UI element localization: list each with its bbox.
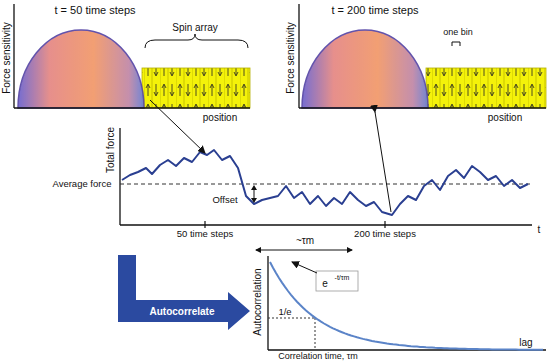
panel-right [299,4,546,108]
formula-exponent: -t/τm [335,274,350,282]
dimension-label: Offset [212,195,237,205]
autocorrelation-plot [268,256,546,350]
axis-label: t [538,224,541,235]
axis-label: Autocorrelation [252,268,263,335]
arrow-label: Autocorrelate [149,306,214,317]
autocorrelate-arrow [118,255,250,330]
axis-label: lag [519,337,532,348]
axis-label: position [488,112,522,123]
formula: e [322,278,328,289]
line-label: Average force [53,179,112,189]
dimension-label: ~τm [296,235,314,246]
force-trace-plot [120,100,532,253]
axis-label: Force sensitivity [1,22,12,94]
bracket-label: Spin array [172,22,218,33]
tick-label: 50 time steps [177,229,234,239]
tick-label: 200 time steps [354,229,416,239]
panel-title: t = 50 time steps [54,4,135,16]
panel-left [14,4,250,108]
axis-label: Total force [105,127,116,173]
level-label: 1/e [278,307,291,317]
panel-title: t = 200 time steps [331,4,418,16]
bracket-label: one bin [443,28,473,38]
axis-label: Correlation time, τm [278,352,358,362]
axis-label: position [203,112,237,123]
axis-label: Force sensitivity [285,22,296,94]
